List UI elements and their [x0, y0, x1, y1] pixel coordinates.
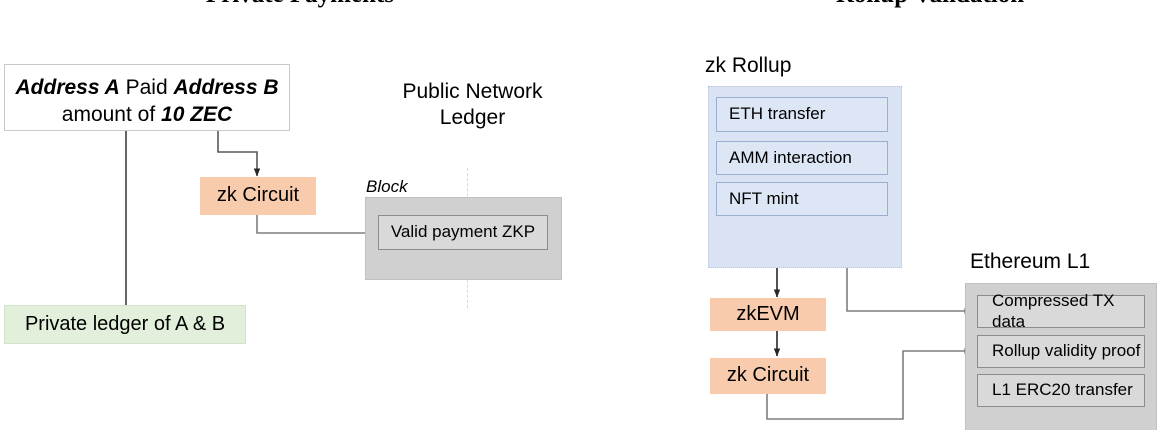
rollup-item-amm-interaction: AMM interaction [716, 141, 888, 175]
l1-item-compressed-tx-data: Compressed TX data [977, 291, 1145, 331]
zk-circuit-box-left: zk Circuit [200, 177, 316, 215]
block-caption: Block [366, 177, 408, 196]
address-a-label: Address A [15, 76, 120, 99]
public-network-ledger-line-2: Ledger [439, 106, 506, 130]
ethereum-l1-caption: Ethereum L1 [970, 250, 1091, 273]
private-ledger-label: Private ledger of A & B [24, 312, 226, 335]
zk-circuit-label-left: zk Circuit [216, 184, 300, 207]
l1-item-label: Compressed TX data [992, 291, 1115, 331]
rollup-item-label: NFT mint [729, 188, 799, 208]
zkevm-box: zkEVM [710, 298, 826, 331]
right-section-title: Rollup Validation [780, 0, 1080, 7]
private-ledger-box: Private ledger of A & B [4, 305, 246, 344]
valid-payment-zkp-label: Valid payment ZKP [390, 222, 536, 242]
statement-line-1: Address A Paid Address B [5, 74, 289, 101]
rollup-item-nft-mint: NFT mint [716, 182, 888, 216]
rollup-item-eth-transfer: ETH transfer [716, 97, 888, 132]
l1-item-rollup-validity-proof: Rollup validity proof [977, 335, 1145, 368]
l1-item-l1-erc20-transfer: L1 ERC20 transfer [977, 374, 1145, 407]
statement-line-2: amount of 10 ZEC [5, 101, 289, 128]
rollup-item-label: ETH transfer [729, 104, 826, 124]
zk-circuit-label-right: zk Circuit [726, 364, 810, 387]
paid-label: Paid [119, 76, 174, 99]
amount-of-label: amount of [61, 103, 162, 127]
amount-value: 10 ZEC [161, 103, 233, 127]
left-section-title: Private Payments [150, 0, 450, 7]
address-b-label: Address B [173, 76, 279, 99]
zk-rollup-caption: zk Rollup [705, 54, 792, 77]
zkevm-label: zkEVM [736, 302, 800, 325]
public-network-ledger-title: Public Network Ledger [385, 79, 560, 132]
rollup-item-label: AMM interaction [729, 147, 852, 167]
public-network-ledger-line-1: Public Network [402, 80, 543, 103]
valid-payment-zkp-item: Valid payment ZKP [378, 215, 548, 250]
l1-item-label: L1 ERC20 transfer [992, 380, 1133, 400]
zk-circuit-box-right: zk Circuit [710, 358, 826, 394]
l1-item-label: Rollup validity proof [992, 341, 1141, 361]
statement-box: Address A Paid Address B amount of 10 ZE… [4, 64, 290, 131]
